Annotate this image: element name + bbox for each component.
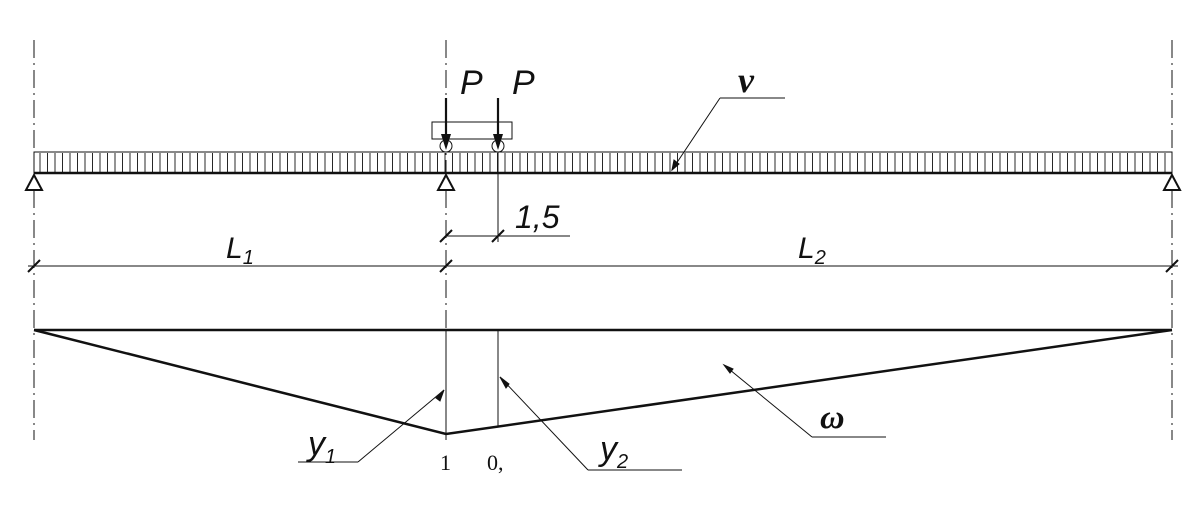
distributed-load — [33, 151, 1173, 174]
supports — [24, 172, 1182, 191]
moving-load — [431, 98, 513, 153]
influence-line — [33, 328, 1173, 436]
support-left — [24, 172, 44, 191]
offset-label: 1,5 — [515, 199, 560, 235]
y2-leader — [499, 376, 682, 471]
ordinate-y1-subscript: 1 — [325, 446, 336, 468]
value-left: 1 — [440, 450, 451, 475]
load-leader — [671, 97, 785, 172]
force-right-arrowhead — [493, 134, 503, 150]
force-right-label: P — [512, 64, 535, 102]
axis-lines — [33, 40, 1173, 440]
vehicle-body — [431, 121, 513, 140]
y1-leader — [298, 389, 445, 463]
value-right: 0, — [487, 450, 504, 475]
support-right — [1162, 172, 1182, 191]
load-label: ν — [738, 60, 755, 100]
span-dimension — [27, 259, 1179, 273]
span-left-subscript: 1 — [243, 247, 254, 269]
span-right-label: L2 — [798, 232, 826, 269]
ordinate-y2-label: y2 — [598, 430, 628, 473]
span-left-label: L1 — [226, 232, 254, 269]
ordinate-y2-subscript: 2 — [616, 451, 628, 473]
area-label: ω — [820, 399, 845, 436]
support-middle — [436, 172, 456, 191]
force-left-label: P — [460, 64, 483, 102]
area-leader — [722, 363, 886, 438]
ordinate-y1-label: y1 — [306, 425, 336, 468]
force-left-arrowhead — [441, 134, 451, 150]
load-hatch — [39, 153, 1166, 172]
influence-curve — [33, 328, 1173, 436]
span-right-subscript: 2 — [814, 247, 826, 269]
offset-dimension — [439, 152, 570, 243]
